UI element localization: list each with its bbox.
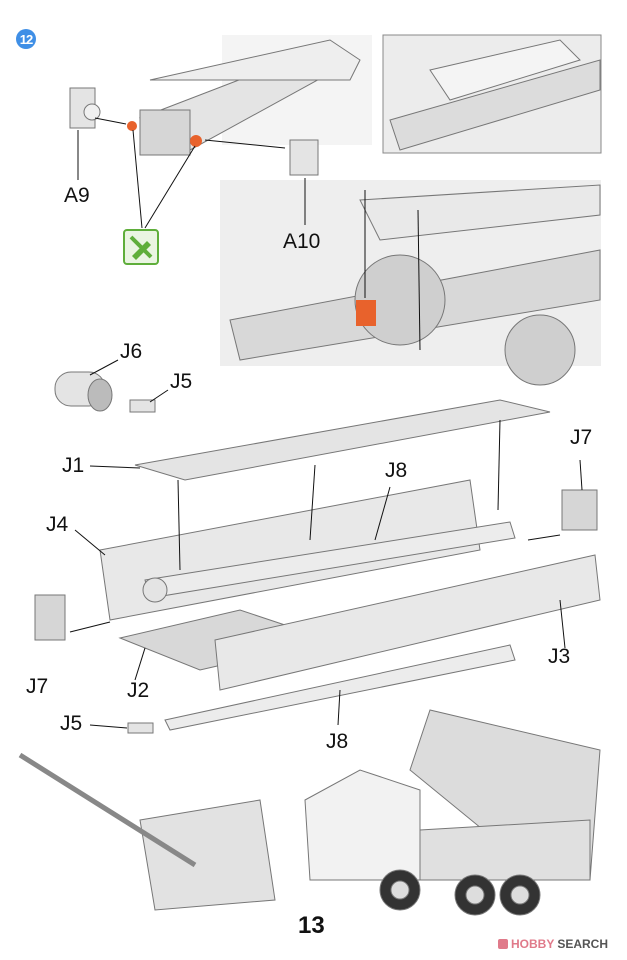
part-label-a9: A9 (64, 184, 90, 207)
part-label-j7: J7 (26, 675, 49, 698)
part-a10 (289, 139, 319, 176)
part-label-j3: J3 (548, 645, 571, 668)
part-label-j6: J6 (120, 340, 143, 363)
no-glue-icon (123, 229, 159, 265)
dump-truck-illustration (304, 709, 601, 916)
part-label-j5: J5 (60, 712, 83, 735)
step-number-badge: 12 (16, 29, 36, 49)
hobby-search-logo-icon (498, 939, 508, 949)
page-number: 13 (298, 912, 325, 939)
hydraulic-cylinder-assembly (127, 35, 372, 156)
part-label-j8: J8 (326, 730, 349, 753)
watermark-brand: HOBBY (511, 937, 555, 951)
watermark-suffix: SEARCH (557, 937, 609, 951)
part-j5-loose (127, 722, 154, 734)
part-label-j2: J2 (127, 679, 150, 702)
part-j1 (134, 399, 551, 481)
part-label-j1: J1 (62, 454, 85, 477)
tailgate-detail (139, 799, 276, 911)
part-label-j7: J7 (570, 426, 593, 449)
part-label-j8: J8 (385, 459, 408, 482)
hobby-search-watermark: HOBBY SEARCH (498, 937, 608, 951)
part-label-a10: A10 (283, 230, 321, 253)
part-label-j5: J5 (170, 370, 193, 393)
part-label-j4: J4 (46, 513, 69, 536)
part-j7-left (34, 594, 66, 641)
part-j5 (129, 399, 156, 413)
part-j7-right (561, 489, 598, 531)
part-j8-loose (164, 644, 516, 731)
part-j3 (214, 554, 601, 691)
